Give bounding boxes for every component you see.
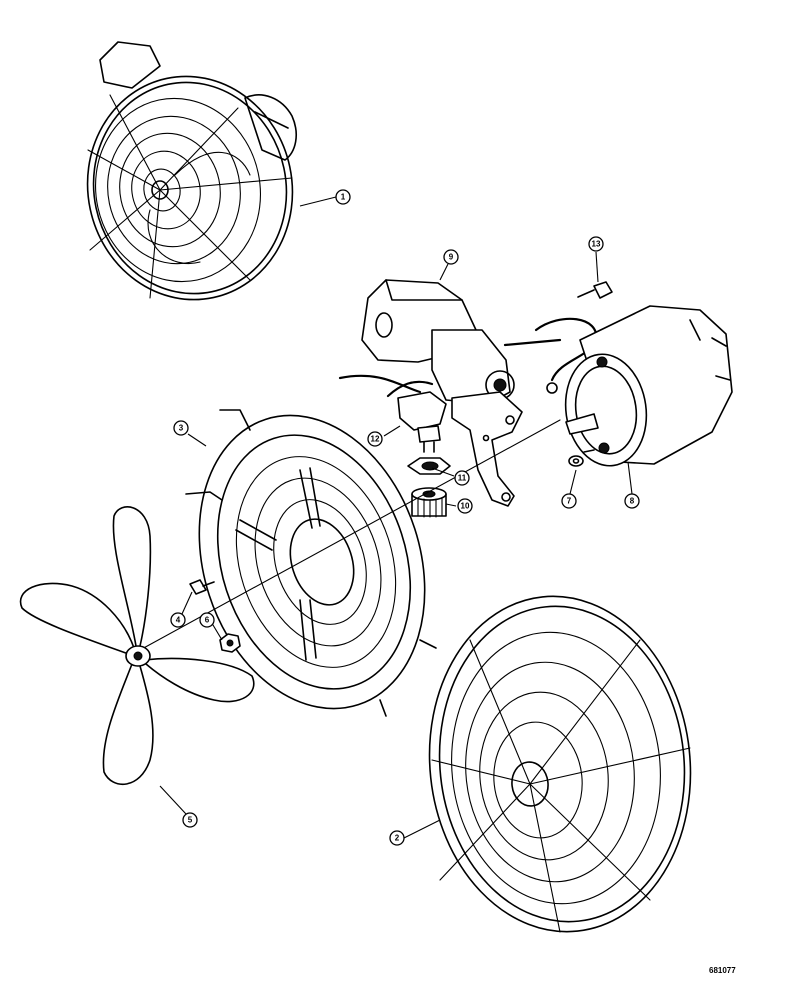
drawing-number: 681077: [709, 966, 736, 975]
motor-bracket: [361, 279, 523, 507]
callout-10: 10: [457, 498, 473, 514]
callout-9-label: 9: [449, 253, 454, 262]
blade-screw: [189, 579, 215, 595]
switch: [338, 374, 447, 453]
terminal-screw: [577, 281, 613, 299]
assembled-fan: [86, 41, 297, 301]
callout-6-label: 6: [205, 616, 210, 625]
assembly-axis: [139, 419, 561, 651]
callout-1: 1: [335, 189, 351, 205]
callout-12: 12: [367, 431, 383, 447]
callout-8-label: 8: [630, 497, 635, 506]
callout-12-label: 12: [371, 435, 380, 444]
callout-9: 9: [443, 249, 459, 265]
fan-blade: [19, 506, 255, 786]
washer: [568, 455, 584, 467]
callout-3: 3: [173, 420, 189, 436]
callout-13-label: 13: [592, 240, 601, 249]
callout-2-label: 2: [395, 834, 400, 843]
leader-lines: [159, 196, 633, 839]
callout-11: 11: [454, 470, 470, 486]
lock-nut: [407, 457, 451, 475]
motor: [503, 305, 733, 467]
front-guard: [428, 595, 692, 933]
rear-guard: [185, 409, 437, 717]
callout-10-label: 10: [461, 502, 470, 511]
callout-3-label: 3: [179, 424, 184, 433]
callout-7-label: 7: [567, 497, 572, 506]
callout-2: 2: [389, 830, 405, 846]
callout-4: 4: [170, 612, 186, 628]
callout-6: 6: [199, 612, 215, 628]
callout-7: 7: [561, 493, 577, 509]
blade-nut: [219, 633, 241, 653]
callout-5-label: 5: [188, 816, 193, 825]
callout-11-label: 11: [458, 474, 467, 483]
callout-13: 13: [588, 236, 604, 252]
callout-5: 5: [182, 812, 198, 828]
callout-4-label: 4: [176, 616, 181, 625]
callout-1-label: 1: [341, 193, 346, 202]
callout-8: 8: [624, 493, 640, 509]
